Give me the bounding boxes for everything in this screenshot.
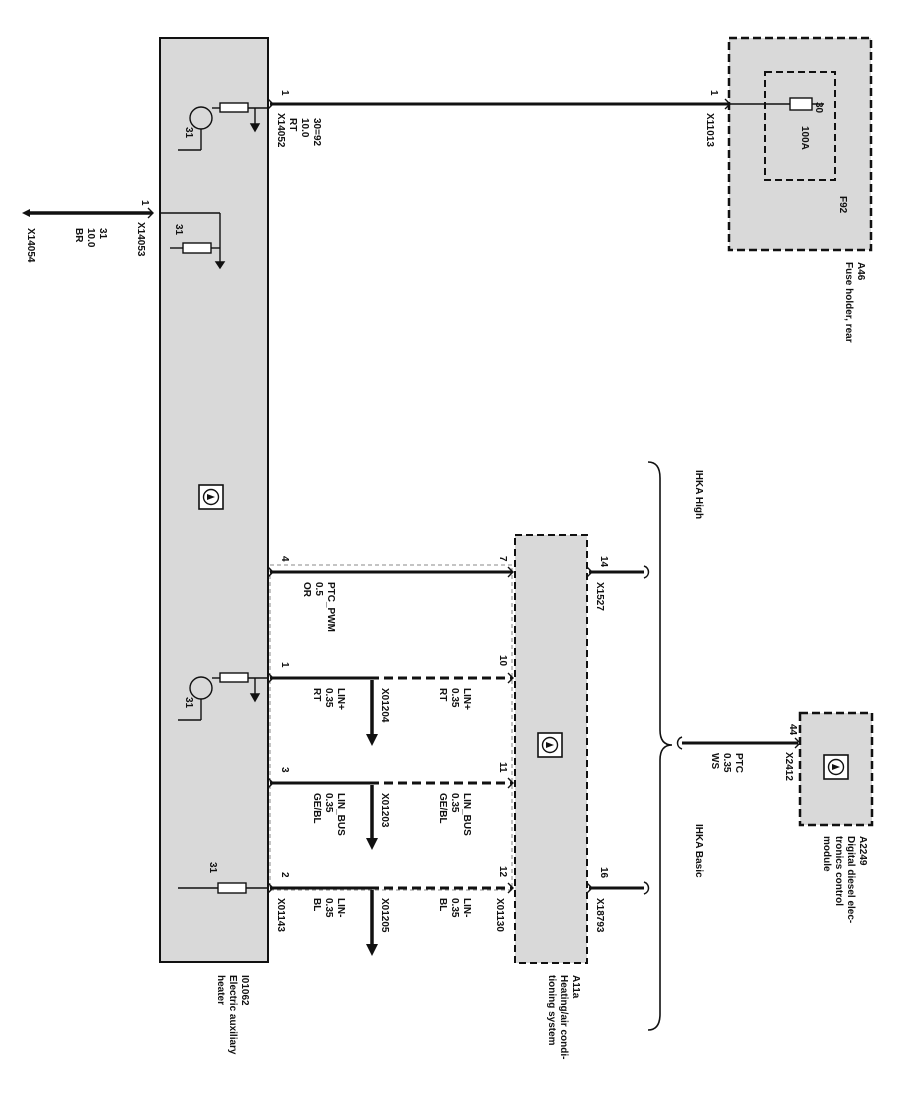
connector-power-fuse: X11013 (704, 113, 715, 147)
fuse-rating: 100A (799, 126, 810, 150)
pin-lin-bus-hvac: 11 (497, 762, 508, 773)
variant-high-label: IHKA High (693, 470, 704, 519)
dde-id: A2249 (857, 836, 868, 866)
signal-lin-plus-a: LIN+ (335, 688, 346, 710)
hvac-module-icon (537, 732, 563, 758)
hvac-name-line2: tioning system (546, 975, 557, 1046)
fuse-id: F92 (837, 196, 848, 214)
pin-ptc-pwm-heater: 4 (279, 556, 290, 562)
splice-lin-minus: X01205 (379, 898, 390, 933)
signal-lin-plus-b: LIN+ (461, 688, 472, 710)
size-lin-plus-b: 0.35 (449, 688, 460, 708)
splice-lin-bus: X01203 (379, 793, 390, 828)
heater-id: I01062 (239, 975, 250, 1006)
size-lin-plus-a: 0.35 (323, 688, 334, 708)
color-lin-minus-a: BL (311, 898, 322, 911)
pin-lin-minus-hvac: 12 (497, 866, 508, 878)
ground-end-arrow (22, 209, 30, 217)
ground-resistor (160, 212, 226, 270)
splice-arrow-lin-bus (366, 838, 378, 850)
color-lin-bus-b: GE/BL (437, 793, 448, 824)
variant-brace (647, 461, 673, 1031)
fuse-pin: 30 (813, 102, 824, 114)
splice-arrow-lin-plus (366, 734, 378, 746)
heater-module-icon (198, 484, 224, 510)
pin-ptc-signal: 44 (787, 724, 798, 736)
fuse-holder-name: Fuse holder, rear (843, 262, 854, 343)
size-lin-minus-b: 0.35 (449, 898, 460, 918)
pin-hvac-14: 14 (598, 556, 609, 568)
connector-ground-end: X14054 (25, 228, 36, 263)
fuse-holder-id: A46 (855, 262, 866, 281)
size-ptc-pwm: 0.5 (313, 582, 324, 596)
connector-hvac-16: X18793 (594, 898, 605, 933)
signal-ptc-pwm: PTC_PWM (325, 582, 336, 632)
splice-lin-plus: X01204 (379, 688, 390, 723)
ground-label-lin-minus: 31 (207, 862, 218, 874)
transistor-lin-plus (178, 672, 268, 721)
connector-lin-minus-hvac: X01130 (494, 898, 505, 932)
connector-lin-minus-heater: X01143 (275, 898, 286, 932)
size-lin-minus-a: 0.35 (323, 898, 334, 918)
pin-terminals (147, 98, 801, 894)
size-lin-bus-b: 0.35 (449, 793, 460, 813)
color-lin-bus-a: GE/BL (311, 793, 322, 824)
size-power: 10.0 (299, 118, 310, 138)
dde-name-line1: Digital diesel elec- (845, 836, 856, 923)
dde-module-icon (823, 754, 849, 780)
color-ground: BR (73, 228, 84, 243)
connector-region (269, 564, 513, 891)
pin-lin-bus-heater: 3 (279, 767, 290, 773)
heater-name-line1: Electric auxiliary (227, 975, 238, 1055)
connector-power-heater: X14052 (275, 113, 286, 148)
signal-lin-bus-b: LIN_BUS (461, 793, 472, 836)
pin-lin-minus-heater: 2 (279, 872, 290, 878)
connector-hvac-14: X1527 (594, 582, 605, 611)
dde-name-line3: module (821, 836, 832, 872)
ground-label-power: 31 (183, 127, 194, 139)
transistor-power (178, 102, 268, 151)
pin-lin-plus-heater: 1 (279, 662, 290, 668)
size-ptc: 0.35 (721, 753, 732, 773)
heater-name-line2: heater (215, 975, 226, 1005)
resistor-lin-minus (178, 882, 268, 894)
ground-label-resistor: 31 (173, 224, 184, 236)
break-mark-ptc (676, 736, 683, 750)
size-ground: 10.0 (85, 228, 96, 248)
break-mark-14 (643, 565, 650, 579)
fuse-box-inner (764, 71, 836, 181)
color-ptc: WS (709, 753, 720, 769)
signal-power: 30=92 (311, 118, 322, 147)
pin-power-fuse: 1 (708, 90, 719, 96)
connector-ground: X14053 (135, 222, 146, 257)
hvac-name-line1: Heating/air condi- (558, 975, 569, 1059)
signal-lin-minus-b: LIN- (461, 898, 472, 917)
signal-lin-bus-a: LIN_BUS (335, 793, 346, 836)
hvac-id: A11a (570, 975, 581, 999)
signal-ground: 31 (97, 228, 108, 240)
color-lin-minus-b: BL (437, 898, 448, 911)
fuse-icon (789, 97, 813, 111)
color-power: RT (287, 118, 298, 131)
splice-arrow-lin-minus (366, 944, 378, 956)
break-mark-16 (643, 881, 650, 895)
connector-ptc-signal: X2412 (783, 752, 794, 781)
signal-lin-minus-a: LIN- (335, 898, 346, 917)
color-lin-plus-a: RT (311, 688, 322, 701)
pin-ptc-pwm-hvac: 7 (497, 556, 508, 562)
color-ptc-pwm: OR (301, 582, 312, 598)
ground-label-lin-plus: 31 (183, 697, 194, 709)
variant-basic-label: IHKA Basic (693, 824, 704, 878)
pin-ground: 1 (139, 200, 150, 206)
pin-lin-plus-hvac: 10 (497, 655, 508, 667)
size-lin-bus-a: 0.35 (323, 793, 334, 813)
dde-name-line2: tronics control (833, 836, 844, 906)
pin-power-heater: 1 (279, 90, 290, 96)
color-lin-plus-b: RT (437, 688, 448, 701)
pin-hvac-16: 16 (598, 867, 609, 879)
signal-ptc: PTC (733, 753, 744, 773)
